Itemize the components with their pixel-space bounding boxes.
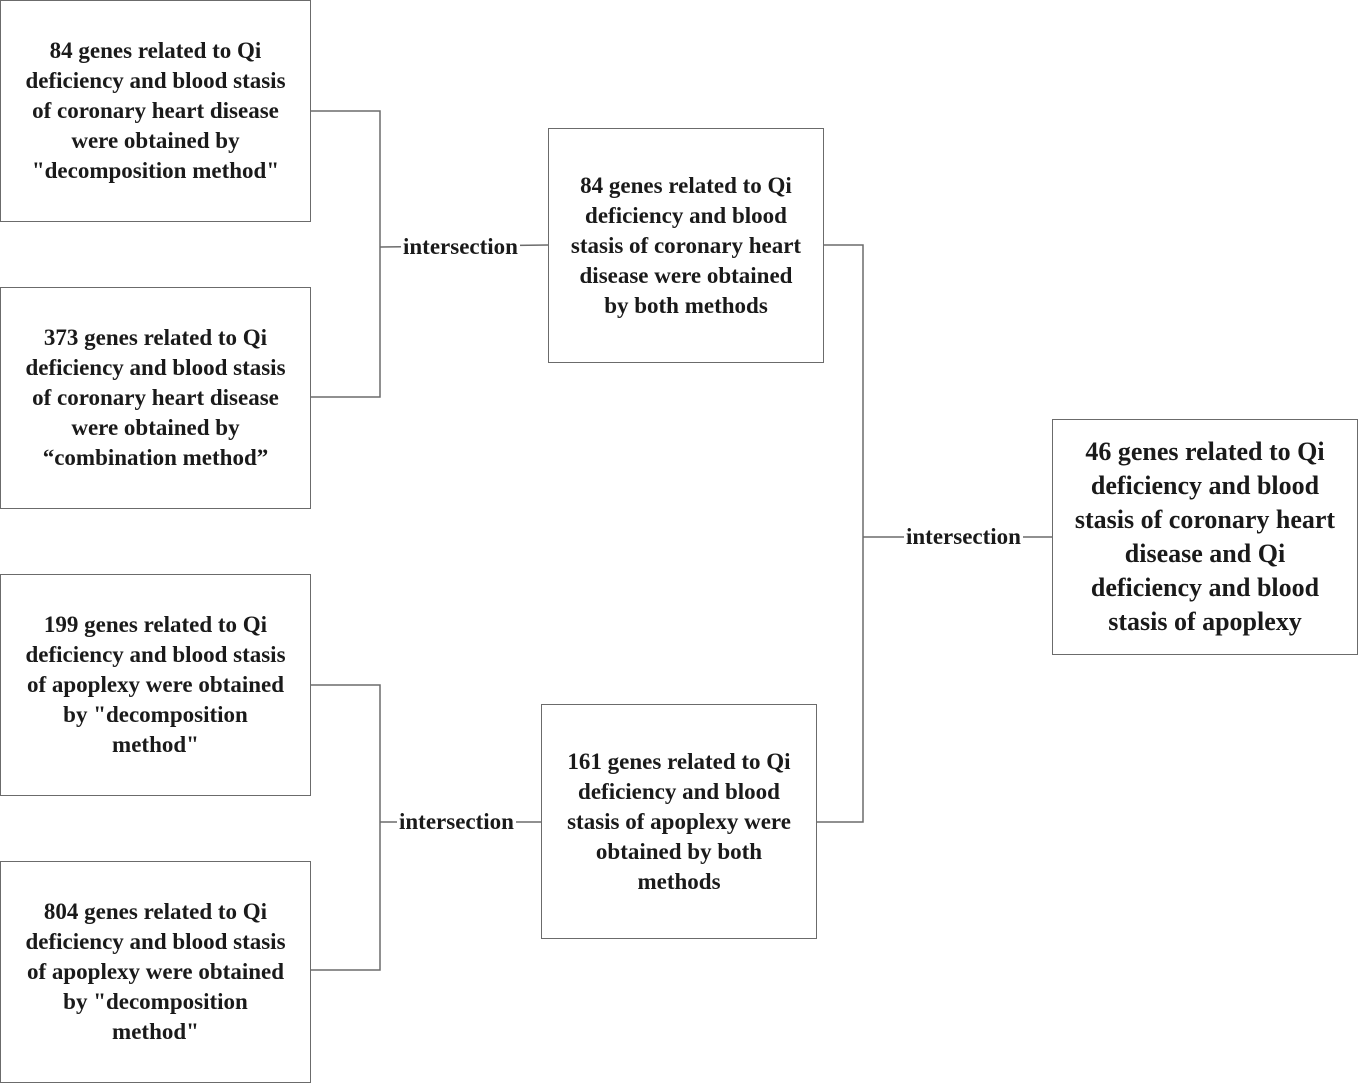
- apoplexy-decomposition-text-1: 199 genes related to Qi deficiency and b…: [25, 612, 286, 757]
- apoplexy-both-methods-box: 161 genes related to Qi deficiency and b…: [541, 704, 817, 939]
- apoplexy-decomposition-text-2: 804 genes related to Qi deficiency and b…: [25, 899, 286, 1044]
- chd-combination-text: 373 genes related to Qi deficiency and b…: [25, 325, 286, 470]
- chd-decomposition-box: 84 genes related to Qi deficiency and bl…: [0, 0, 311, 222]
- connector-top-pair: [310, 110, 381, 398]
- connector-middle-pair: [816, 244, 864, 823]
- apoplexy-decomposition-box-1: 199 genes related to Qi deficiency and b…: [0, 574, 311, 796]
- intersection-label-final: intersection: [904, 524, 1023, 550]
- apoplexy-decomposition-box-2: 804 genes related to Qi deficiency and b…: [0, 861, 311, 1083]
- chd-both-methods-box: 84 genes related to Qi deficiency and bl…: [548, 128, 824, 363]
- intersection-label-top: intersection: [401, 234, 520, 260]
- chd-both-methods-text: 84 genes related to Qi deficiency and bl…: [570, 172, 802, 318]
- intersection-label-bottom: intersection: [397, 809, 516, 835]
- chd-decomposition-text: 84 genes related to Qi deficiency and bl…: [25, 38, 286, 183]
- final-result-text: 46 genes related to Qi deficiency and bl…: [1074, 437, 1336, 636]
- final-result-box: 46 genes related to Qi deficiency and bl…: [1052, 419, 1358, 655]
- connector-bottom-pair: [310, 684, 381, 971]
- chd-combination-box: 373 genes related to Qi deficiency and b…: [0, 287, 311, 509]
- apoplexy-both-methods-text: 161 genes related to Qi deficiency and b…: [567, 748, 791, 894]
